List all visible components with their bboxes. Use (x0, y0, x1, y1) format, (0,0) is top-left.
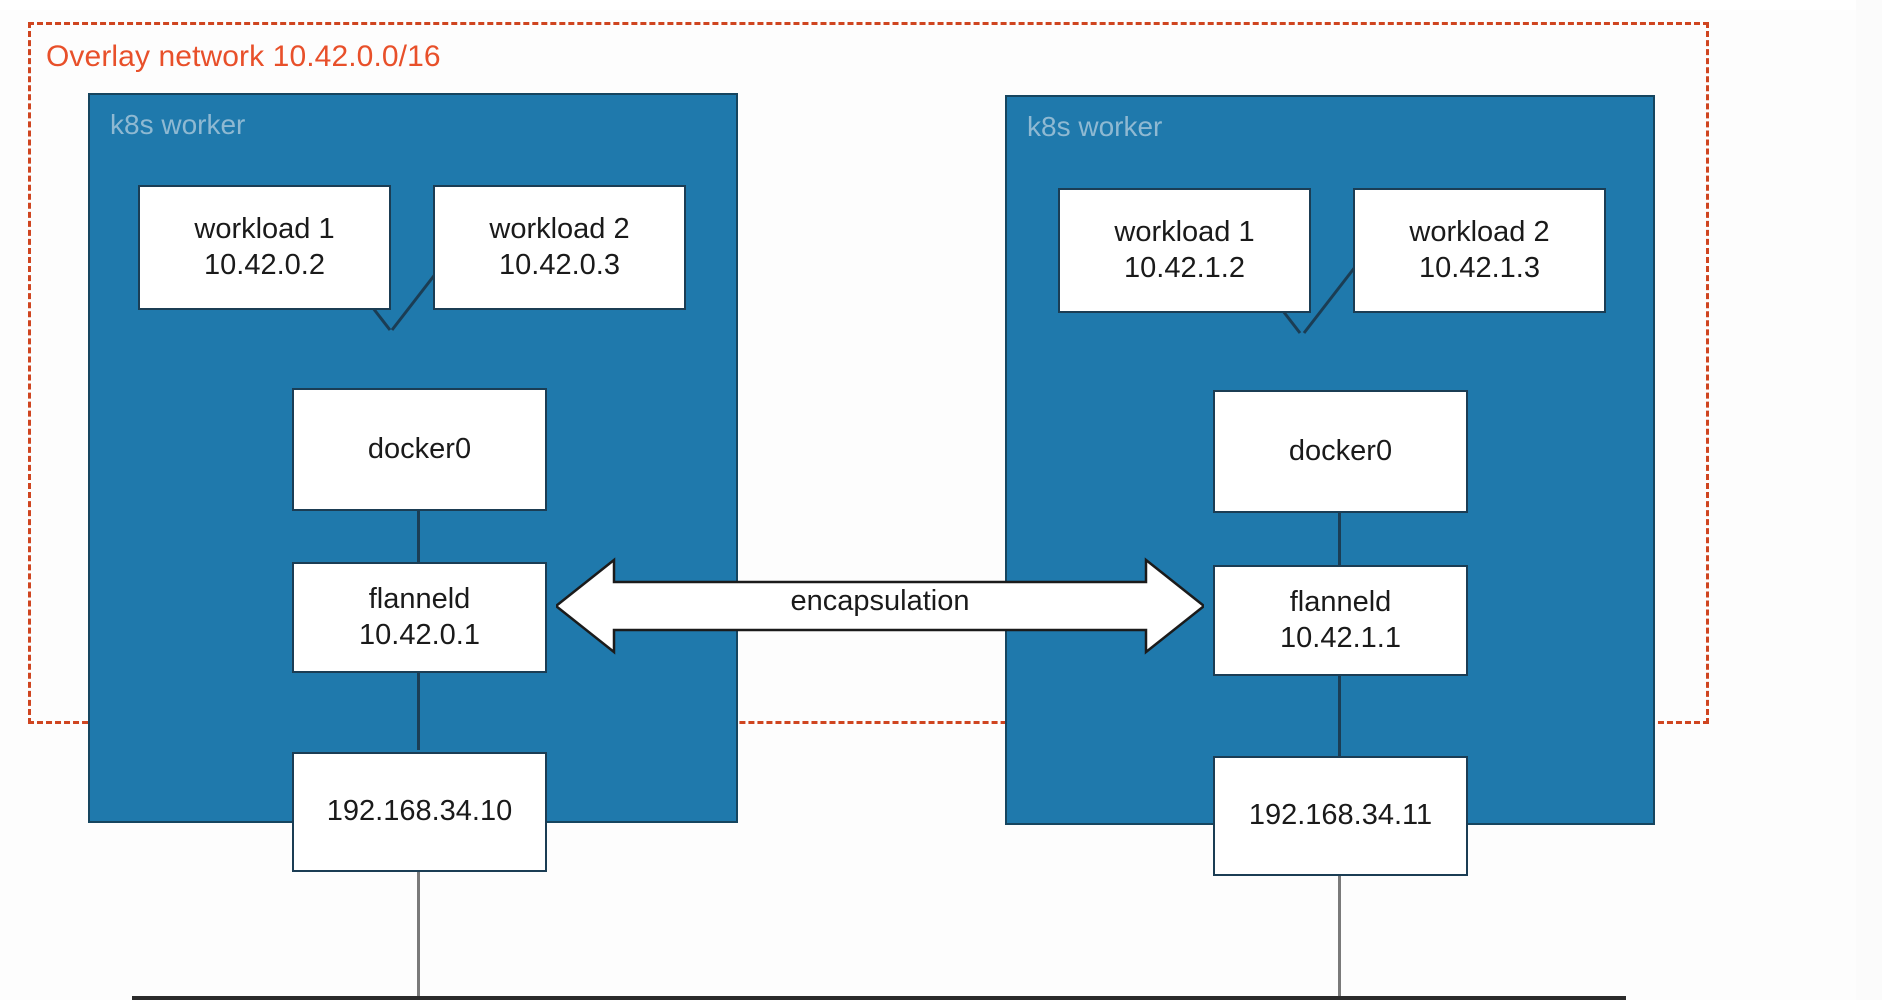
workload-box-right-1[interactable]: workload 1 10.42.1.2 (1058, 188, 1311, 313)
canvas-top-margin (0, 0, 1882, 10)
workload-name: workload 1 (1114, 215, 1255, 248)
workload-ip: 10.42.1.3 (1419, 251, 1540, 284)
workload-name: workload 2 (489, 212, 630, 245)
workload-name: workload 2 (1409, 215, 1550, 248)
connector-flanneld-host-left (417, 655, 420, 750)
worker-label-left: k8s worker (110, 109, 246, 140)
flanneld-name: flanneld (368, 582, 471, 615)
host-ip: 192.168.34.11 (1248, 799, 1433, 832)
flanneld-box-right[interactable]: flanneld 10.42.1.1 (1213, 565, 1468, 676)
overlay-network-boundary (28, 22, 1709, 724)
overlay-network-label: Overlay network 10.42.0.0/16 (46, 40, 441, 73)
workload-ip: 10.42.1.2 (1124, 251, 1245, 284)
connector-host-physical-right (1338, 874, 1341, 998)
bridge-box-left[interactable]: docker0 (292, 388, 547, 511)
connector-host-physical-left (417, 870, 420, 998)
workload-name: workload 1 (194, 212, 335, 245)
connector-workload2-docker0-right (1302, 257, 1364, 334)
worker-label-right: k8s worker (1027, 111, 1163, 142)
connector-flanneld-host-right (1338, 658, 1341, 756)
flanneld-box-left[interactable]: flanneld 10.42.0.1 (292, 562, 547, 673)
host-ip: 192.168.34.10 (326, 795, 513, 828)
flanneld-ip: 10.42.1.1 (1280, 621, 1401, 654)
flanneld-ip: 10.42.0.1 (359, 618, 480, 651)
bridge-name: docker0 (1288, 434, 1393, 467)
workload-box-left-2[interactable]: workload 2 10.42.0.3 (433, 185, 686, 310)
host-ip-box-left[interactable]: 192.168.34.10 (292, 752, 547, 872)
workload-ip: 10.42.0.2 (204, 248, 325, 281)
bridge-name: docker0 (367, 432, 472, 465)
host-ip-box-right[interactable]: 192.168.34.11 (1213, 756, 1468, 876)
flanneld-name: flanneld (1289, 585, 1392, 618)
workload-ip: 10.42.0.3 (499, 248, 620, 281)
encapsulation-arrow (556, 557, 1204, 655)
workload-box-left-1[interactable]: workload 1 10.42.0.2 (138, 185, 391, 310)
physical-network-line (132, 996, 1626, 1000)
bridge-box-right[interactable]: docker0 (1213, 390, 1468, 513)
workload-box-right-2[interactable]: workload 2 10.42.1.3 (1353, 188, 1606, 313)
canvas-right-margin (1856, 0, 1882, 1000)
